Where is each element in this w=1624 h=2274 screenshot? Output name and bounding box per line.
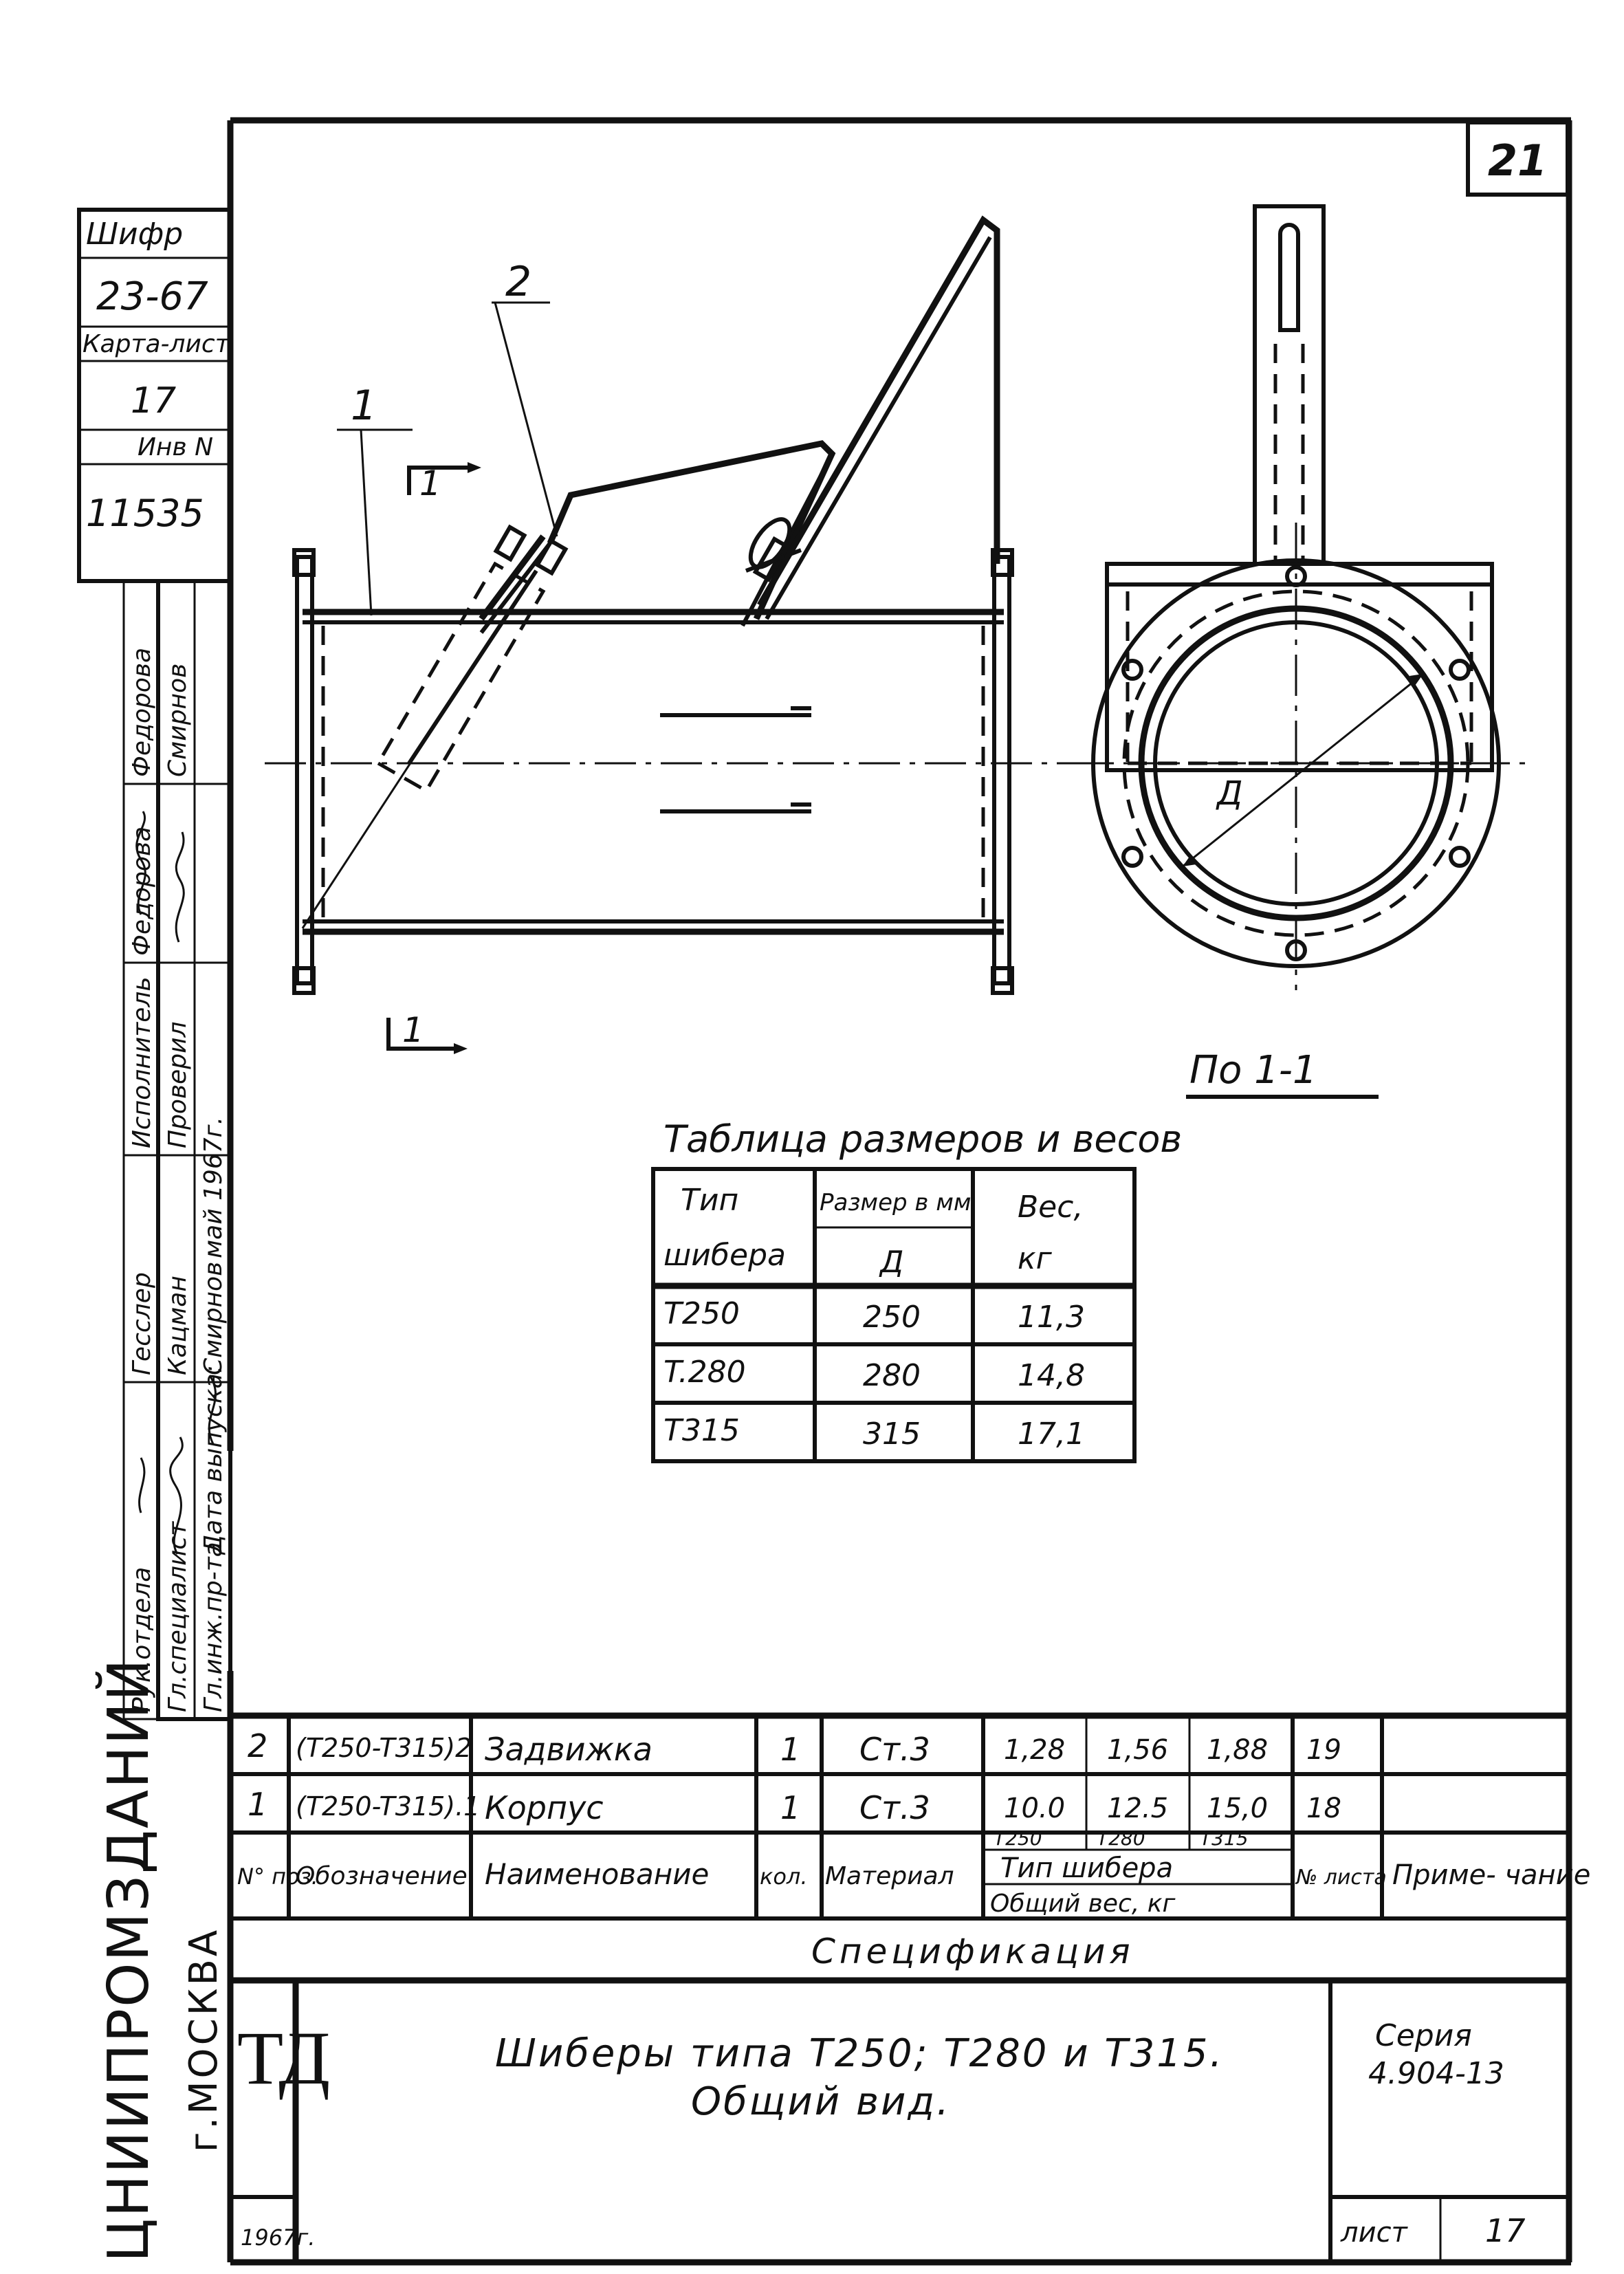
- dims-col-weight-2: кг: [1018, 1241, 1053, 1276]
- name-smirnov-2: Смирнов: [199, 1262, 228, 1375]
- name-fedorova-2: Федорова: [128, 827, 156, 956]
- spec-h-type-label: Тип шибера: [1000, 1852, 1173, 1884]
- role-chief-specialist: Гл.специалист: [164, 1521, 192, 1712]
- cipher-label: Шифр: [86, 217, 183, 252]
- name-katsman: Кацман: [164, 1276, 192, 1375]
- spec-h-sheet: № листа: [1295, 1866, 1387, 1890]
- name-smirnov-1: Смирнов: [164, 664, 192, 777]
- spec-row-w1: 10.0: [1004, 1793, 1065, 1824]
- signatures: [135, 811, 217, 1555]
- spec-h-pos: N° поз.: [237, 1863, 318, 1890]
- spec-row-code: (T250-T315)2: [296, 1733, 472, 1763]
- spec-table: 2 (T250-T315)2 Задвижка 1 Ст.3 1,28 1,56…: [230, 1712, 1590, 1984]
- dims-row-d: 280: [863, 1358, 921, 1393]
- pos-2-label: 2: [505, 258, 531, 306]
- dims-table: Таблица размеров и весов Тип шибера Разм…: [651, 1117, 1182, 1463]
- dims-row-w: 17,1: [1018, 1417, 1085, 1452]
- spec-row-mat: Ст.3: [859, 1731, 930, 1768]
- role-checked: Проверил: [164, 1021, 192, 1148]
- spec-row-w3: 15,0: [1207, 1793, 1268, 1824]
- pos-1-label: 1: [351, 382, 377, 430]
- org-name: ЦНИИПРОМЗДАНИЙ: [95, 1658, 162, 2262]
- dims-row-type: T315: [663, 1413, 740, 1448]
- section-mark-top: 1: [419, 463, 441, 503]
- inv-value: 11535: [86, 492, 204, 535]
- spec-h-mat: Материал: [825, 1862, 954, 1890]
- spec-row-name: Корпус: [485, 1789, 604, 1826]
- spec-h-type-2: T280: [1097, 1827, 1145, 1850]
- section-view: Д По 1-1: [1073, 204, 1533, 1099]
- dims-col-size: Размер в мм: [820, 1189, 972, 1216]
- role-chief-engineer: Гл.инж.пр-та: [199, 1542, 228, 1712]
- dims-row-w: 11,3: [1018, 1300, 1085, 1335]
- card-sheet-label: Карта-лист: [83, 330, 230, 358]
- dims-table-title: Таблица размеров и весов: [663, 1117, 1182, 1161]
- dims-row-type: T.280: [663, 1355, 746, 1390]
- spec-row-w2: 12.5: [1107, 1793, 1168, 1824]
- inv-label: Инв N: [138, 433, 213, 461]
- card-sheet-value: 17: [131, 380, 176, 422]
- spec-h-note: Приме- чание: [1392, 1859, 1590, 1891]
- spec-row-qty: 1: [780, 1731, 800, 1768]
- sheet-value: 17: [1485, 2212, 1526, 2249]
- spec-h-type-3: T315: [1200, 1827, 1249, 1850]
- spec-row-qty: 1: [780, 1789, 800, 1826]
- release-date: май 1967г.: [199, 1117, 228, 1258]
- wing-nut-icon: [745, 517, 802, 582]
- name-gessler: Гесслер: [128, 1272, 156, 1375]
- spec-caption: Спецификация: [811, 1932, 1134, 1971]
- spec-row-mat: Ст.3: [859, 1789, 930, 1826]
- dims-col-type-2: шибера: [663, 1238, 786, 1273]
- spec-h-qty: кол.: [760, 1863, 808, 1890]
- role-release-date: Дата выпуска:: [199, 1365, 228, 1555]
- dims-row-d: 250: [863, 1300, 921, 1335]
- series-value: 4.904-13: [1368, 2056, 1504, 2091]
- spec-h-weight-label: Общий вес, кг: [990, 1890, 1176, 1918]
- dims-col-weight-1: Вес,: [1018, 1190, 1083, 1225]
- city-name: г.МОСКВА: [182, 1927, 226, 2152]
- spec-row-w3: 1,88: [1207, 1734, 1268, 1766]
- spec-row-pos: 2: [248, 1727, 267, 1764]
- spec-row-w1: 1,28: [1004, 1734, 1065, 1766]
- spec-row-pos: 1: [248, 1786, 267, 1823]
- logo-td: ТД: [237, 2016, 330, 2100]
- sheet-label: лист: [1340, 2217, 1409, 2249]
- sheet-number-box: 21: [1466, 120, 1570, 197]
- drawing-title-line2: Общий вид.: [691, 2079, 951, 2124]
- spec-h-name: Наименование: [485, 1857, 709, 1891]
- left-strip: Шифр 23-67 Карта-лист 17 Инв N 11535 Фед…: [77, 208, 232, 2262]
- spec-h-type-1: T250: [994, 1827, 1042, 1850]
- role-head-dept: Рук.отдела: [128, 1567, 156, 1712]
- section-mark-bottom: 1: [402, 1010, 424, 1050]
- title-block: ТД 1967г. Шиберы типа Т250; Т280 и Т315.…: [230, 1980, 1569, 2262]
- cipher-value: 23-67: [96, 274, 208, 319]
- spec-row-w2: 1,56: [1107, 1734, 1168, 1766]
- spec-row-name: Задвижка: [485, 1731, 652, 1768]
- section-title: По 1-1: [1189, 1048, 1317, 1093]
- spec-h-code: Обозначение: [296, 1862, 468, 1890]
- side-view: 1 2 1 1: [265, 215, 1073, 1054]
- spec-row-code: (T250-T315).1: [296, 1791, 480, 1822]
- spec-row-sheet: 19: [1306, 1734, 1341, 1766]
- dims-row-d: 315: [863, 1417, 921, 1452]
- dims-row-type: T250: [663, 1296, 740, 1331]
- drawing-title-line1: Шиберы типа Т250; Т280 и Т315.: [495, 2031, 1224, 2076]
- dims-col-type-1: Тип: [681, 1183, 738, 1218]
- spec-row-sheet: 18: [1306, 1793, 1341, 1824]
- dims-col-size-sub: Д: [879, 1245, 903, 1280]
- dim-d-label: Д: [1216, 774, 1243, 813]
- name-fedorova-1: Федорова: [128, 648, 156, 777]
- sheet-number: 21: [1488, 135, 1547, 186]
- dims-row-w: 14,8: [1018, 1358, 1085, 1393]
- series-label: Серия: [1375, 2018, 1472, 2053]
- year-label: 1967г.: [241, 2224, 315, 2251]
- role-executor: Исполнитель: [128, 976, 156, 1148]
